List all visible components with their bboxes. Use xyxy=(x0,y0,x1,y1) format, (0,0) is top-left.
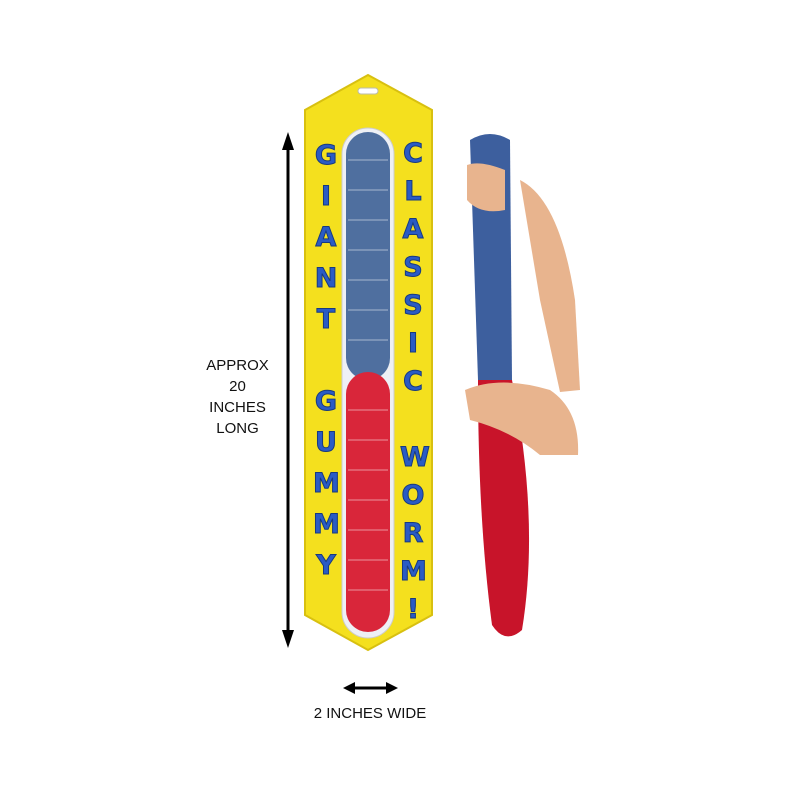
length-line: 20 xyxy=(229,378,246,395)
width-arrow xyxy=(343,682,398,694)
length-line: LONG xyxy=(216,420,259,437)
blue-worm-half xyxy=(346,132,390,380)
length-line: APPROX xyxy=(206,357,269,374)
worm-photo xyxy=(465,134,580,637)
red-worm-half xyxy=(346,372,390,632)
length-line: INCHES xyxy=(209,399,266,416)
hang-hole xyxy=(357,87,379,95)
package xyxy=(304,73,433,652)
length-arrow xyxy=(282,132,294,648)
length-label: APPROX 20 INCHES LONG xyxy=(190,355,285,439)
width-label: 2 INCHES WIDE xyxy=(313,705,427,722)
